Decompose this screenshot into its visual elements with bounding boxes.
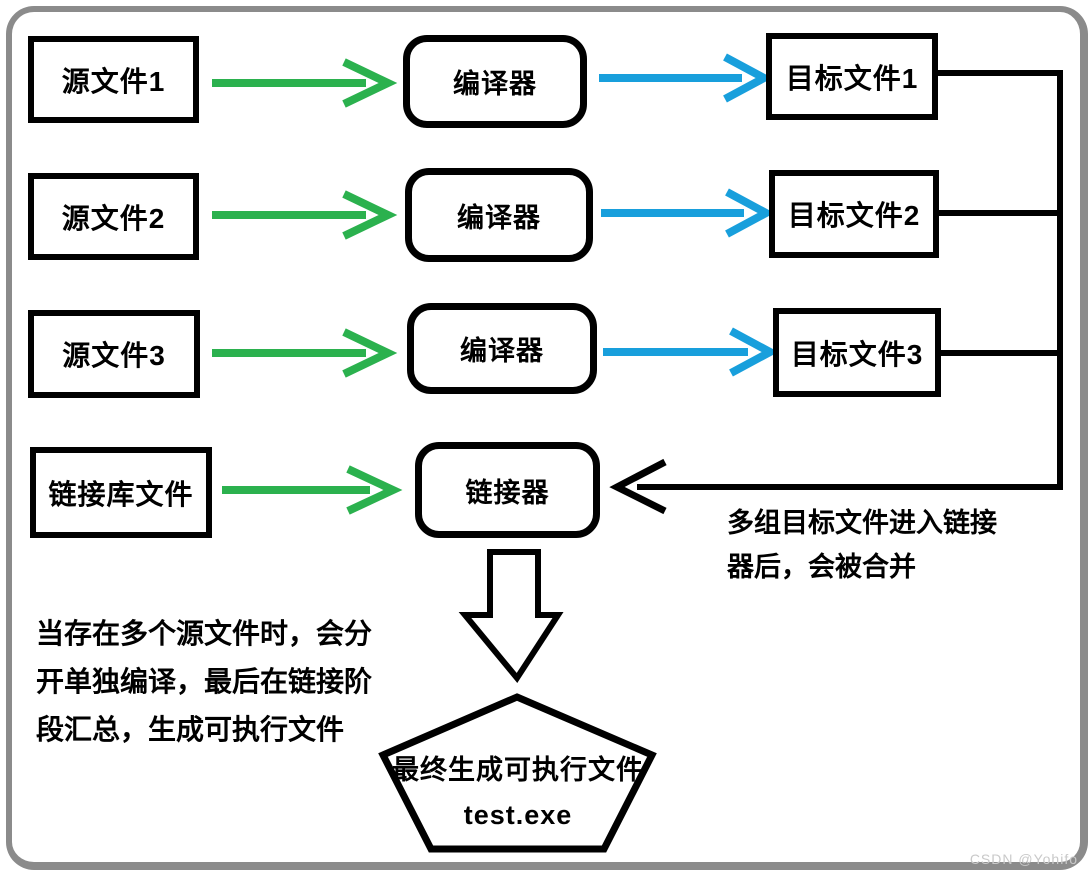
merge-note-line2: 器后，会被合并 bbox=[727, 552, 916, 582]
node-source-file-2-label: 源文件2 bbox=[61, 202, 166, 234]
node-link-library-file: 链接库文件 bbox=[30, 447, 212, 538]
node-target-file-3-label: 目标文件3 bbox=[790, 338, 924, 370]
output-pentagon-shape bbox=[378, 693, 657, 853]
output-pentagon-line1: 最终生成可执行文件 bbox=[392, 755, 644, 785]
down-block-arrow bbox=[458, 549, 564, 684]
black-arrowhead-into-linker bbox=[609, 458, 667, 515]
node-target-file-2: 目标文件2 bbox=[769, 170, 939, 258]
green-arrow-source2-to-compiler2 bbox=[212, 190, 398, 240]
green-arrow-library-to-linker bbox=[222, 465, 403, 515]
blue-arrow-compiler2-to-target2 bbox=[601, 188, 775, 238]
node-link-library-file-label: 链接库文件 bbox=[48, 478, 194, 510]
node-linker-label: 链接器 bbox=[465, 477, 550, 508]
node-compiler-3-label: 编译器 bbox=[460, 336, 544, 366]
output-pentagon-text: 最终生成可执行文件 test.exe bbox=[383, 748, 653, 838]
node-source-file-1: 源文件1 bbox=[28, 36, 199, 123]
node-target-file-2-label: 目标文件2 bbox=[787, 200, 921, 231]
node-target-file-1-label: 目标文件1 bbox=[785, 62, 919, 94]
output-pentagon-line2: test.exe bbox=[463, 800, 573, 830]
node-compiler-2-label: 编译器 bbox=[457, 202, 541, 233]
node-source-file-3-label: 源文件3 bbox=[62, 340, 166, 371]
blue-arrow-compiler1-to-target1 bbox=[599, 53, 773, 103]
green-arrow-source1-to-compiler1 bbox=[212, 58, 398, 108]
blue-arrow-compiler3-to-target3 bbox=[603, 327, 779, 377]
node-compiler-1-label: 编译器 bbox=[453, 69, 537, 99]
multi-source-note-line1: 当存在多个源文件时，会分 bbox=[36, 618, 373, 649]
merge-note: 多组目标文件进入链接 器后，会被合并 bbox=[727, 501, 997, 589]
node-source-file-1-label: 源文件1 bbox=[61, 65, 166, 97]
node-target-file-3: 目标文件3 bbox=[773, 308, 941, 397]
multi-source-note: 当存在多个源文件时，会分 开单独编译，最后在链接阶 段汇总，生成可执行文件 bbox=[36, 610, 372, 754]
node-compiler-3: 编译器 bbox=[407, 303, 597, 394]
node-source-file-3: 源文件3 bbox=[28, 310, 200, 398]
green-arrow-source3-to-compiler3 bbox=[212, 328, 398, 378]
node-target-file-1: 目标文件1 bbox=[766, 33, 938, 120]
node-source-file-2: 源文件2 bbox=[28, 173, 199, 260]
csdn-watermark: CSDN @Yohifo bbox=[969, 851, 1078, 867]
node-compiler-1: 编译器 bbox=[403, 35, 587, 128]
merge-note-line1: 多组目标文件进入链接 bbox=[727, 508, 997, 538]
node-linker: 链接器 bbox=[415, 442, 600, 538]
node-compiler-2: 编译器 bbox=[405, 168, 593, 262]
multi-source-note-line3: 段汇总，生成可执行文件 bbox=[36, 714, 345, 745]
multi-source-note-line2: 开单独编译，最后在链接阶 bbox=[36, 666, 373, 697]
